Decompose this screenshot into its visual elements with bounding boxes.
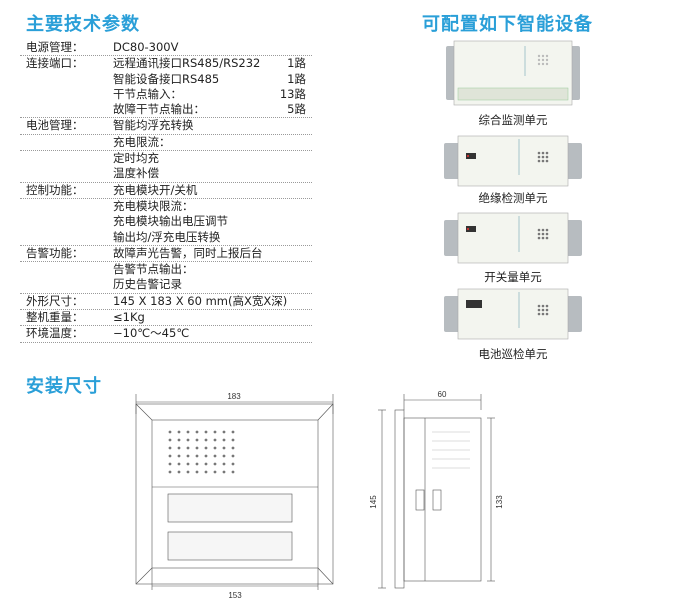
spec-label: 整机重量： bbox=[26, 310, 84, 325]
device-caption-switch: 开关量单元 bbox=[484, 270, 542, 284]
spec-row: 环境温度： −10℃～45℃ bbox=[20, 326, 312, 343]
spec-value: 智能设备接口RS485 bbox=[113, 71, 220, 86]
monitoring-unit-image bbox=[446, 40, 580, 106]
device-caption-insulation: 绝缘检测单元 bbox=[478, 191, 548, 205]
spec-row: 告警节点输出： bbox=[20, 262, 312, 277]
spec-label: 连接端口： bbox=[26, 56, 84, 71]
installation-drawing: 183 153 60 145 133 bbox=[135, 390, 504, 600]
spec-row: 控制功能： 充电模块开/关机 bbox=[20, 183, 312, 199]
dim-side-height: 145 bbox=[369, 495, 378, 509]
spec-value: 故障声光告警，同时上报后台 bbox=[113, 245, 263, 260]
spec-row: 电池管理： 智能均浮充转换 bbox=[20, 118, 312, 135]
spec-value: 故障干节点输出： bbox=[113, 102, 205, 117]
spec-value: 输出均/浮充电压转换 bbox=[113, 229, 221, 244]
battery-unit-image bbox=[444, 288, 582, 340]
spec-row: 充电限流： bbox=[20, 134, 312, 152]
spec-row: 智能设备接口RS485 1路 bbox=[20, 72, 312, 87]
spec-row: 故障干节点输出： 5路 bbox=[20, 102, 312, 119]
spec-value: 温度补偿 bbox=[113, 166, 159, 181]
spec-row: 外形尺寸： 145 X 183 X 60 mm(高X宽X深) bbox=[20, 293, 312, 311]
spec-value: 干节点输入： bbox=[113, 86, 182, 101]
dim-front-width: 183 bbox=[227, 392, 241, 401]
insulation-unit-image bbox=[444, 135, 582, 187]
spec-label: 控制功能： bbox=[26, 182, 84, 197]
devices-heading: 可配置如下智能设备 bbox=[422, 14, 593, 35]
spec-row: 输出均/浮充电压转换 bbox=[20, 230, 312, 246]
spec-row: 充电模块限流： bbox=[20, 199, 312, 214]
dim-side-inner-height: 133 bbox=[495, 495, 504, 509]
device-caption-battery: 电池巡检单元 bbox=[478, 347, 548, 361]
spec-row: 电源管理： DC80-300V bbox=[20, 40, 312, 57]
spec-value: 告警节点输出： bbox=[113, 262, 194, 277]
spec-value: 远程通讯接口RS485/RS232 bbox=[113, 56, 261, 71]
spec-value: 定时均充 bbox=[113, 151, 159, 166]
specs-heading: 主要技术参数 bbox=[26, 14, 140, 35]
install-heading: 安装尺寸 bbox=[26, 376, 102, 397]
device-caption-monitoring: 综合监测单元 bbox=[478, 113, 548, 127]
dim-side-depth: 60 bbox=[438, 390, 447, 399]
switch-unit-image bbox=[444, 212, 582, 264]
spec-value: 智能均浮充转换 bbox=[113, 118, 194, 133]
spec-row: 历史告警记录 bbox=[20, 277, 312, 294]
dim-front-bottom-width: 153 bbox=[228, 591, 242, 600]
spec-row: 温度补偿 bbox=[20, 166, 312, 183]
spec-value: 充电限流： bbox=[113, 134, 171, 149]
spec-label: 电源管理： bbox=[26, 40, 84, 54]
spec-label: 外形尺寸： bbox=[26, 293, 84, 308]
spec-row: 整机重量： ≤1Kg bbox=[20, 310, 312, 327]
spec-label: 电池管理： bbox=[26, 118, 84, 133]
spec-value: 145 X 183 X 60 mm(高X宽X深) bbox=[113, 293, 288, 308]
spec-value: 充电模块开/关机 bbox=[113, 182, 198, 197]
spec-count: 1路 bbox=[287, 71, 306, 86]
spec-value: 历史告警记录 bbox=[113, 277, 182, 292]
spec-count: 13路 bbox=[279, 86, 306, 101]
spec-row: 告警功能： 故障声光告警，同时上报后台 bbox=[20, 245, 312, 263]
spec-row: 定时均充 bbox=[20, 151, 312, 166]
spec-count: 5路 bbox=[287, 102, 306, 117]
spec-count: 1路 bbox=[287, 56, 306, 71]
spec-row: 干节点输入： 13路 bbox=[20, 87, 312, 102]
spec-row: 连接端口： 远程通讯接口RS485/RS232 1路 bbox=[20, 56, 312, 71]
spec-value: DC80-300V bbox=[113, 40, 179, 54]
spec-label: 环境温度： bbox=[26, 326, 84, 341]
spec-value: ≤1Kg bbox=[113, 310, 145, 325]
spec-value: 充电模块限流： bbox=[113, 198, 194, 213]
spec-label: 告警功能： bbox=[26, 245, 84, 260]
spec-value: 充电模块输出电压调节 bbox=[113, 214, 228, 229]
spec-value: −10℃～45℃ bbox=[113, 326, 190, 341]
spec-row: 充电模块输出电压调节 bbox=[20, 214, 312, 229]
